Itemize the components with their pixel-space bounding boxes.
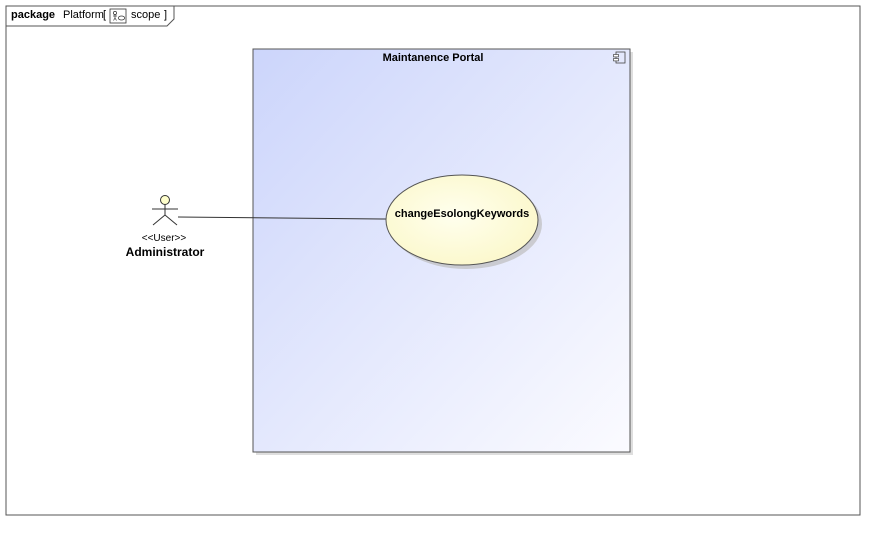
frame-bracket-open: [	[103, 9, 106, 21]
actor-stereotype: <<User>>	[142, 233, 187, 244]
frame-bracket-close: ]	[164, 9, 167, 21]
actor-name: Administrator	[126, 245, 205, 259]
use-case-changeesolongkeywords[interactable]: changeEsolongKeywords	[385, 174, 542, 269]
actor-right-leg	[164, 214, 178, 226]
frame-kind: package	[11, 9, 55, 21]
frame-name: Platform	[63, 9, 104, 21]
frame-scope: scope	[131, 9, 160, 21]
actor-left-leg	[152, 214, 166, 226]
actor-head	[160, 195, 170, 205]
actor-administrator[interactable]: <<User>> Administrator	[126, 195, 205, 260]
frame-tab	[5, 5, 175, 27]
use-case-label: changeEsolongKeywords	[395, 208, 529, 220]
use-case-ellipse	[385, 174, 539, 266]
subject-title: Maintanence Portal	[383, 52, 484, 64]
association-line[interactable]	[177, 216, 388, 220]
use-case-diagram-icon	[109, 8, 127, 24]
component-icon	[613, 51, 626, 64]
